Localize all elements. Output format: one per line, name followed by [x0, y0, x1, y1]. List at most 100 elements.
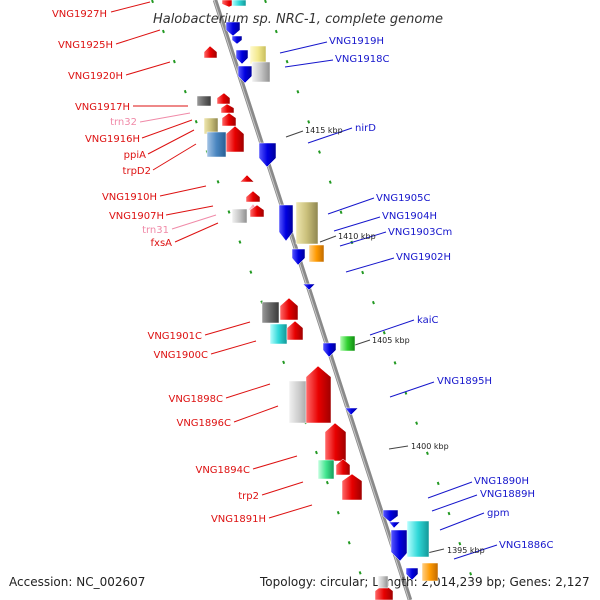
scale-label-1395: 1395 kbp — [447, 546, 485, 555]
gene-top-blue-2[interactable] — [231, 35, 243, 45]
callout-vng1919h — [279, 41, 328, 54]
gene-vng1894c-neighbor[interactable] — [317, 459, 335, 480]
callout-trpd2 — [152, 143, 197, 171]
label-vng1891h[interactable]: VNG1891H — [211, 514, 266, 525]
label-vng1918c[interactable]: VNG1918C — [335, 54, 390, 65]
gene-trp2[interactable] — [335, 458, 351, 476]
gene-small-blue-1[interactable] — [302, 283, 316, 291]
genome-backbone — [212, 0, 413, 600]
gene-kaic-partner[interactable] — [339, 335, 356, 352]
gene-ppia[interactable] — [203, 117, 219, 135]
gene-vng1890h[interactable] — [382, 509, 399, 523]
label-vng1896c[interactable]: VNG1896C — [176, 418, 231, 429]
gene-vng1894c[interactable] — [324, 422, 347, 462]
label-vng1900c[interactable]: VNG1900C — [153, 350, 208, 361]
callout-nird — [307, 127, 353, 144]
right-strand-genes — [225, 0, 439, 582]
label-vng1917h[interactable]: VNG1917H — [75, 102, 130, 113]
map-title: Halobacterium sp. NRC-1, complete genome — [153, 12, 443, 27]
label-gpm[interactable]: gpm — [487, 508, 509, 519]
gene-vng1925h[interactable] — [203, 45, 218, 59]
label-trp2[interactable]: trp2 — [238, 491, 259, 502]
gene-vng1919h-partner[interactable] — [249, 45, 267, 65]
label-vng1895h[interactable]: VNG1895H — [437, 376, 492, 387]
callout-vng1896c — [233, 405, 279, 423]
label-fxsa[interactable]: fxsA — [151, 238, 173, 249]
callout-vng1904h — [333, 216, 381, 232]
label-vng1907h[interactable]: VNG1907H — [109, 211, 164, 222]
label-trpd2[interactable]: trpD2 — [123, 166, 151, 177]
label-vng1910h[interactable]: VNG1910H — [102, 192, 157, 203]
gene-vng1896c[interactable] — [305, 365, 332, 424]
gene-vng1895h[interactable] — [344, 407, 359, 416]
callout-vng1918c — [284, 59, 334, 68]
gene-vng1886c[interactable] — [421, 562, 439, 582]
gene-vng1902h[interactable] — [308, 244, 325, 263]
label-vng1905c[interactable]: VNG1905C — [376, 193, 431, 204]
label-vng1925h[interactable]: VNG1925H — [58, 40, 113, 51]
gene-vng1918c-partner[interactable] — [251, 61, 271, 83]
gene-bottom-blue[interactable] — [405, 567, 419, 581]
callout-vng1902h — [345, 257, 395, 273]
gene-vng1917h[interactable] — [216, 92, 231, 105]
callout-vng1905c — [327, 197, 375, 215]
callout-vng1895h — [389, 381, 435, 398]
callout-fxsa — [174, 222, 219, 243]
gene-vng1918c[interactable] — [237, 65, 253, 84]
gene-nird[interactable] — [258, 142, 277, 168]
label-vng1919h[interactable]: VNG1919H — [329, 36, 384, 47]
gene-vng1903cm[interactable] — [291, 248, 306, 266]
callout-vng1891h — [268, 504, 313, 519]
label-vng1890h[interactable]: VNG1890H — [474, 476, 529, 487]
gene-vng1904h[interactable] — [295, 201, 319, 245]
callout-kaic — [369, 319, 415, 336]
gene-vng1900c-neighbor[interactable] — [269, 323, 288, 345]
gene-bottom-gray[interactable] — [377, 575, 389, 589]
scale-label-1400: 1400 kbp — [411, 442, 449, 451]
label-vng1927h[interactable]: VNG1927H — [52, 9, 107, 20]
gene-vng1916h[interactable] — [221, 112, 237, 127]
label-vng1894c[interactable]: VNG1894C — [195, 465, 250, 476]
callout-vng1889h — [431, 494, 478, 512]
gene-kaic[interactable] — [322, 342, 337, 358]
callout-ppia — [147, 129, 195, 155]
label-ppia[interactable]: ppiA — [124, 150, 146, 161]
label-vng1889h[interactable]: VNG1889H — [480, 489, 535, 500]
label-nird[interactable]: nirD — [355, 123, 376, 134]
callout-vng1920h — [125, 61, 171, 76]
gene-vng1901c[interactable] — [279, 297, 299, 321]
gene-trpd2-partner[interactable] — [206, 131, 227, 158]
label-vng1901c[interactable]: VNG1901C — [147, 331, 202, 342]
label-vng1916h[interactable]: VNG1916H — [85, 134, 140, 145]
gene-trn32-region[interactable] — [220, 103, 235, 114]
label-kaic[interactable]: kaiC — [417, 315, 439, 326]
gene-vng1910h[interactable] — [239, 174, 255, 183]
label-trn31[interactable]: trn31 — [142, 225, 169, 236]
label-vng1903cm[interactable]: VNG1903Cm — [388, 227, 452, 238]
gene-gpm[interactable] — [390, 529, 409, 562]
label-trn32[interactable]: trn32 — [110, 117, 137, 128]
label-vng1886c[interactable]: VNG1886C — [499, 540, 554, 551]
gene-vng1907h[interactable] — [245, 190, 261, 203]
gene-vng1891h[interactable] — [341, 473, 363, 501]
label-vng1904h[interactable]: VNG1904H — [382, 211, 437, 222]
gene-top-blue-1[interactable] — [225, 21, 241, 37]
gene-fxsa[interactable] — [249, 204, 265, 218]
gene-fxsa-partner[interactable] — [231, 208, 248, 224]
gene-gpm-partner[interactable] — [406, 520, 430, 558]
label-vng1898c[interactable]: VNG1898C — [168, 394, 223, 405]
gene-vng1900c[interactable] — [286, 320, 304, 341]
callout-vng1898c — [225, 383, 271, 399]
gene-vng1889h[interactable] — [388, 521, 401, 529]
gene-vng1901c-neighbor[interactable] — [261, 301, 280, 324]
gene-top-cyan[interactable] — [231, 0, 247, 7]
gene-vng1905c[interactable] — [278, 204, 294, 242]
gene-vng1917h-neighbor[interactable] — [196, 95, 212, 107]
label-vng1920h[interactable]: VNG1920H — [68, 71, 123, 82]
label-vng1902h[interactable]: VNG1902H — [396, 252, 451, 263]
right-callout-lines — [279, 41, 498, 560]
gene-trpd2[interactable] — [225, 125, 245, 153]
scale-label-1410: 1410 kbp — [338, 232, 376, 241]
gene-vng1919h[interactable] — [235, 49, 249, 65]
